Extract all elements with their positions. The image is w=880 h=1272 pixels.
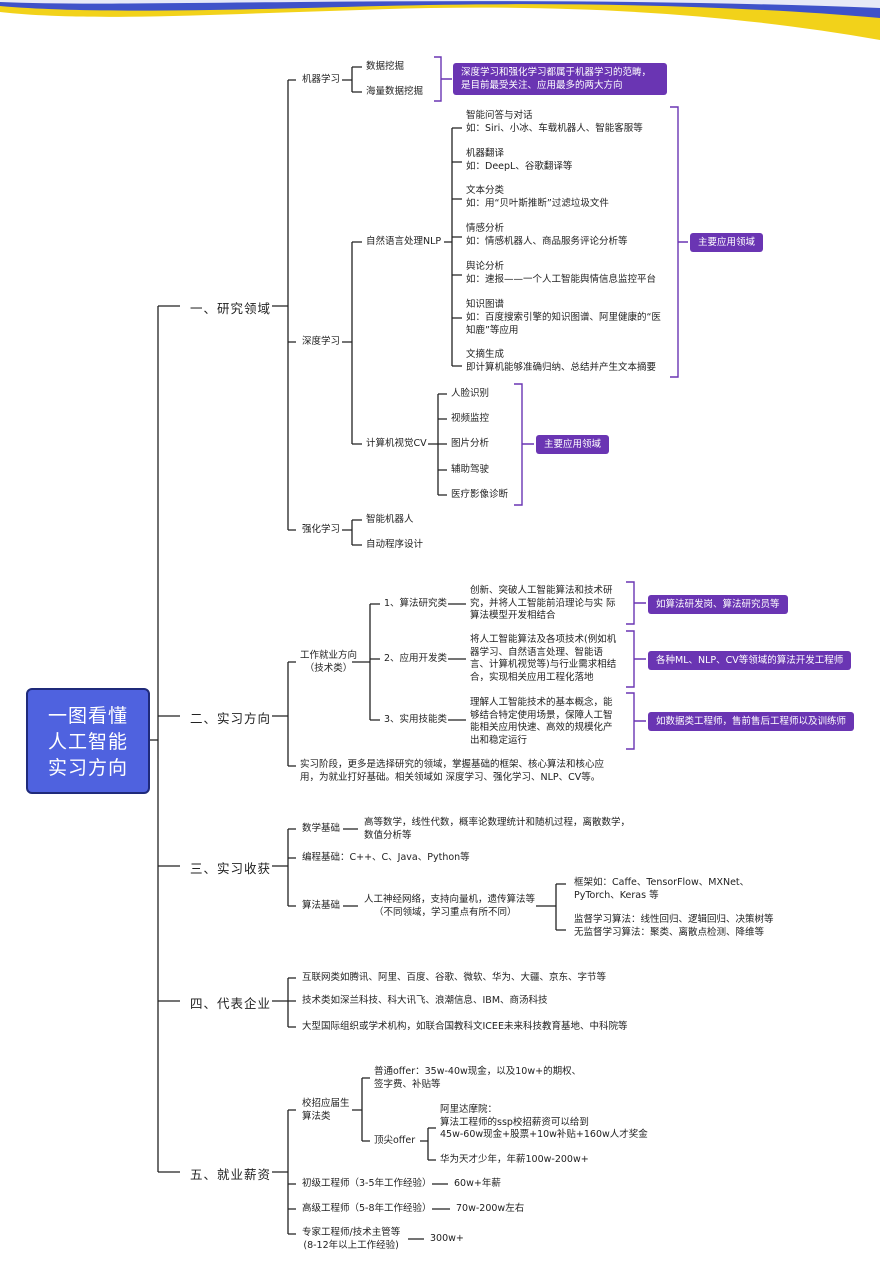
nlp-item-desc: 如：Siri、小冰、车载机器人、智能客服等 [466,123,643,134]
normal-offer-line2: 签字费、补贴等 [374,1078,441,1090]
node-expert-engineer: 专家工程师/技术主管等 (8-12年以上工作经验) [302,1227,400,1252]
section-gains-label: 三、实习收获 [190,861,272,876]
title-line-1: 一图看懂 [47,705,128,727]
nlp-item-desc: 如：DeepL、谷歌翻译等 [466,161,573,172]
node-campus-hire: 校招应届生 算法类 [302,1098,350,1123]
frameworks-line1: 框架如：Caffe、TensorFlow、MXNet、 [574,877,750,888]
node-algorithm-research: 1、算法研究类 [384,598,448,609]
nlp-item-desc: 如：百度搜索引擎的知识图谱、阿里健康的“医知鹿”等应用 [466,312,661,336]
section-research-label: 一、研究领域 [190,301,272,316]
junior-salary: 60w+年薪 [454,1178,501,1189]
top-offer-huawei: 华为天才少年，年薪100w-200w+ [440,1154,589,1165]
nlp-item-desc: 如：速报——一个人工智能舆情信息监控平台 [466,274,657,285]
cv-item: 图片分析 [451,438,490,449]
unsupervised-learning: 无监督学习算法：聚类、离散点检测、降维等 [574,927,765,938]
job-direction-line2: （技术类） [304,662,353,674]
node-math-basics: 数学基础 [302,823,341,834]
section-salary-label: 五、就业薪资 [190,1167,272,1182]
node-junior-engineer: 初级工程师（3-5年工作经验） [302,1178,432,1189]
node-application-dev: 2、应用开发类 [384,653,448,664]
frameworks-line2: PyTorch、Keras 等 [574,890,659,901]
campus-hire-line2: 算法类 [302,1110,331,1122]
note-application-dev: 各种ML、NLP、CV等领域的算法开发工程师 [648,651,852,670]
node-top-offer: 顶尖offer [374,1135,416,1146]
section-companies-label: 四、代表企业 [190,996,272,1011]
node-deep-learning: 深度学习 [302,336,341,347]
company-tech: 技术类如深兰科技、科大讯飞、浪潮信息、IBM、商汤科技 [302,995,548,1006]
note-cv-main-areas: 主要应用领域 [536,435,610,454]
title-line-2: 人工智能 [47,731,128,753]
algorithm-research-desc: 创新、突破人工智能算法和技术研究，并将人工智能前沿理论与实 际算法模型开发相结合 [470,585,616,621]
node-nlp: 自然语言处理NLP [366,236,442,247]
banner-blue-wave [0,0,880,18]
math-basics-desc: 高等数学，线性代数，概率论数理统计和随机过程，离散数学，数值分析等 [364,817,631,841]
nlp-item-desc: 如：情感机器人、商品服务评论分析等 [466,236,628,247]
practical-skills-desc: 理解人工智能技术的基本概念，能够结合特定使用场景，保障人工智能相关应用快速、高效… [470,697,613,746]
nlp-item-desc: 如：用“贝叶斯推断”过滤垃圾文件 [466,198,609,209]
company-intl-org: 大型国际组织或学术机构，如联合国教科文ICEE未来科技教育基地、中科院等 [302,1021,628,1032]
nlp-item-title: 知识图谱 [466,299,505,310]
expert-line1: 专家工程师/技术主管等 [302,1227,401,1238]
campus-hire-line1: 校招应届生 [302,1098,350,1109]
note-nlp-main-areas: 主要应用领域 [690,233,764,252]
expert-salary: 300w+ [430,1233,464,1244]
rl-item: 智能机器人 [366,514,414,525]
supervised-learning: 监督学习算法：线性回归、逻辑回归、决策树等 [574,914,774,925]
rl-item: 自动程序设计 [366,539,424,550]
note-practical-skills: 如数据类工程师，售前售后工程师以及训练师 [648,712,855,731]
alibaba-line3: 45w-60w现金+股票+10w补贴+160w人才奖金 [440,1129,648,1140]
nlp-item-title: 智能问答与对话 [466,110,533,121]
note-algorithm-research: 如算法研发岗、算法研究员等 [648,595,788,614]
node-massive-data-mining: 海量数据挖掘 [366,86,424,97]
application-dev-desc: 将人工智能算法及各项技术(例如机器学习、自然语言处理、智能语言、计算机视觉等)与… [470,634,617,683]
note-ml-scope: 深度学习和强化学习都属于机器学习的范畴，是目前最受关注、应用最多的两大方向 [453,63,667,95]
nlp-item-title: 情感分析 [466,223,505,234]
nlp-item-desc: 即计算机能够准确归纳、总结并产生文本摘要 [466,362,657,373]
node-senior-engineer: 高级工程师（5-8年工作经验） [302,1203,432,1214]
node-algorithm-basics: 算法基础 [302,900,341,911]
senior-salary: 70w-200w左右 [456,1203,525,1214]
node-reinforcement-learning: 强化学习 [302,524,341,535]
alibaba-line1: 阿里达摩院： [440,1104,498,1115]
company-internet: 互联网类如腾讯、阿里、百度、谷歌、微软、华为、大疆、京东、字节等 [302,972,607,983]
alibaba-line2: 算法工程师的ssp校招薪资可以给到 [440,1116,589,1128]
node-practical-skills: 3、实用技能类 [384,714,448,725]
nlp-item-title: 舆论分析 [466,261,505,272]
node-computer-vision: 计算机视觉CV [366,438,427,449]
nlp-item-title: 文摘生成 [466,349,505,360]
nlp-item-title: 机器翻译 [466,148,505,159]
main-title-box: 一图看懂 人工智能 实习方向 [26,688,150,794]
node-job-direction: 工作就业方向 （技术类） [300,650,357,675]
section-internship-label: 二、实习方向 [190,711,272,726]
cv-item: 医疗影像诊断 [451,489,509,500]
cv-item: 视频监控 [451,413,490,424]
node-data-mining: 数据挖掘 [366,61,405,72]
internship-summary: 实习阶段，更多是选择研究的领域，掌握基础的框架、核心算法和核心应用，为就业打好基… [300,759,605,783]
node-programming-basics: 编程基础：C++、C、Java、Python等 [302,852,470,863]
expert-line2: (8-12年以上工作经验) [303,1239,399,1251]
banner-yellow-wave [0,0,880,40]
algorithm-basics-line1: 人工神经网络，支持向量机，遗传算法等 [364,894,536,905]
nlp-item-title: 文本分类 [466,185,505,196]
cv-item: 辅助驾驶 [451,464,490,475]
algorithm-basics-line2: （不同领域，学习重点有所不同） [374,907,517,918]
cv-item: 人脸识别 [451,388,490,399]
top-offer-alibaba: 阿里达摩院： 算法工程师的ssp校招薪资可以给到 45w-60w现金+股票+10… [440,1104,648,1142]
title-line-3: 实习方向 [47,757,128,779]
node-machine-learning: 机器学习 [302,74,341,85]
normal-offer-line1: 普通offer：35w-40w现金，以及10w+的期权、 [374,1066,582,1077]
job-direction-line1: 工作就业方向 [300,650,358,661]
normal-offer: 普通offer：35w-40w现金，以及10w+的期权、 签字费、补贴等 [374,1066,581,1091]
